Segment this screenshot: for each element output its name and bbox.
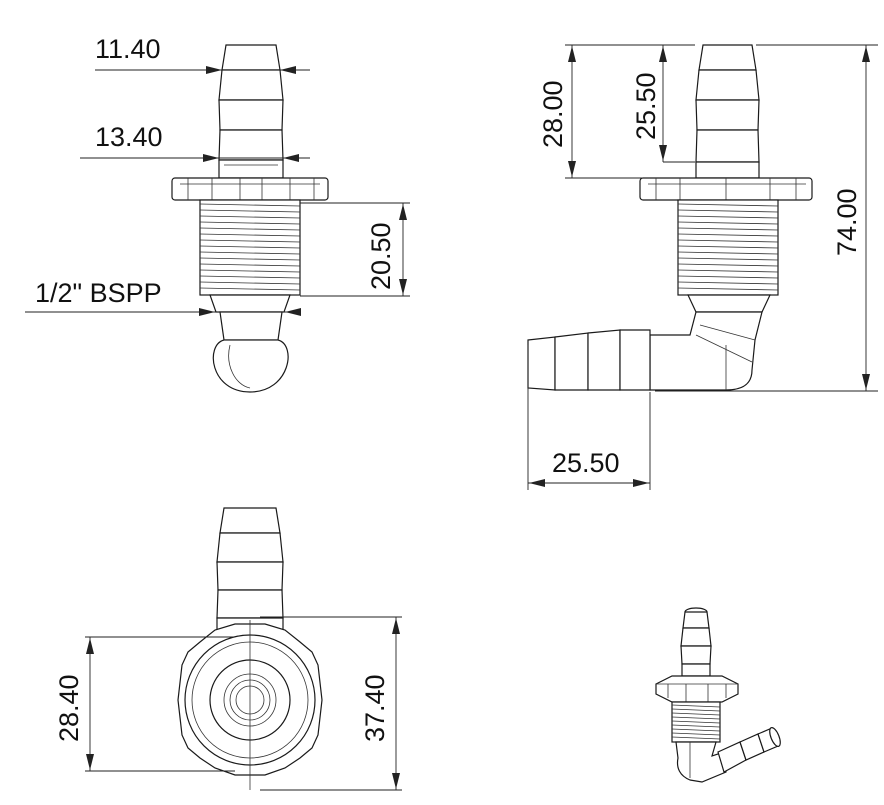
dim-25-50-vertical: 25.50 bbox=[631, 45, 695, 163]
dim-13-40: 13.40 bbox=[80, 122, 310, 162]
dim-11-40: 11.40 bbox=[95, 34, 310, 74]
thread-line bbox=[677, 269, 779, 273]
dim-25-50-horizontal: 25.50 bbox=[527, 345, 651, 490]
dim-74-00-label: 74.00 bbox=[832, 188, 862, 256]
front-view: 11.40 13.40 20.50 1/2" BSPP bbox=[25, 34, 410, 393]
isometric-view bbox=[655, 607, 781, 783]
front-thread bbox=[199, 199, 301, 296]
thread-line bbox=[199, 215, 301, 219]
thread-line bbox=[677, 263, 779, 267]
side-flange bbox=[639, 177, 813, 201]
dim-37-40: 37.40 bbox=[260, 616, 402, 791]
thread-line bbox=[677, 221, 779, 225]
thread-line bbox=[677, 287, 779, 291]
thread-line bbox=[677, 257, 779, 261]
iso-horizontal-barb bbox=[717, 727, 781, 773]
dim-28-00-label: 28.00 bbox=[538, 80, 568, 148]
iso-flange bbox=[655, 675, 739, 703]
dim-37-40-label: 37.40 bbox=[360, 674, 390, 742]
dim-11-40-label: 11.40 bbox=[95, 34, 161, 64]
thread-line bbox=[199, 257, 301, 261]
thread-line bbox=[677, 215, 779, 219]
dim-20-50-label: 20.50 bbox=[366, 222, 396, 290]
thread-line bbox=[677, 209, 779, 213]
thread-line bbox=[671, 732, 721, 736]
thread-line bbox=[671, 712, 721, 716]
iso-thread bbox=[671, 701, 721, 743]
thread-line bbox=[677, 251, 779, 255]
top-flange-nut bbox=[177, 620, 323, 790]
iso-barb bbox=[680, 607, 712, 677]
thread-line bbox=[199, 203, 301, 207]
thread-label: 1/2" BSPP bbox=[35, 278, 162, 308]
thread-line bbox=[677, 227, 779, 231]
thread-line bbox=[677, 275, 779, 279]
dim-20-50: 20.50 bbox=[300, 202, 410, 297]
thread-line bbox=[671, 724, 721, 728]
thread-line bbox=[677, 203, 779, 207]
dim-13-40-label: 13.40 bbox=[95, 122, 163, 152]
thread-line bbox=[199, 275, 301, 279]
thread-line bbox=[671, 708, 721, 712]
front-barb bbox=[218, 44, 284, 179]
thread-line bbox=[671, 716, 721, 720]
thread-line bbox=[199, 233, 301, 237]
dim-28-40-label: 28.40 bbox=[54, 674, 84, 742]
dim-74-00: 74.00 bbox=[655, 44, 878, 392]
thread-line bbox=[677, 239, 779, 243]
thread-line bbox=[199, 281, 301, 285]
thread-line bbox=[199, 263, 301, 267]
thread-label-leader: 1/2" BSPP bbox=[25, 278, 301, 316]
thread-line bbox=[677, 281, 779, 285]
side-thread bbox=[677, 199, 779, 296]
thread-line bbox=[199, 269, 301, 273]
thread-line bbox=[671, 720, 721, 724]
top-view: 28.40 37.40 bbox=[54, 507, 402, 791]
side-barb bbox=[695, 44, 760, 179]
thread-line bbox=[677, 233, 779, 237]
top-barb bbox=[216, 507, 284, 633]
front-flange bbox=[171, 177, 329, 201]
thread-line bbox=[199, 287, 301, 291]
side-elbow bbox=[649, 294, 771, 391]
thread-line bbox=[671, 728, 721, 732]
dim-28-00: 28.00 bbox=[538, 44, 695, 179]
thread-line bbox=[199, 227, 301, 231]
thread-line bbox=[199, 245, 301, 249]
thread-line bbox=[199, 221, 301, 225]
thread-line bbox=[199, 209, 301, 213]
thread-line bbox=[671, 736, 721, 740]
side-horizontal-barb bbox=[527, 329, 651, 391]
thread-line bbox=[199, 251, 301, 255]
front-lower-body bbox=[209, 294, 291, 393]
iso-elbow bbox=[675, 741, 727, 783]
thread-line bbox=[671, 704, 721, 708]
thread-line bbox=[677, 245, 779, 249]
thread-line bbox=[199, 239, 301, 243]
dim-25-50-vertical-label: 25.50 bbox=[631, 72, 661, 140]
dim-28-40: 28.40 bbox=[54, 636, 235, 772]
dim-25-50-horizontal-label: 25.50 bbox=[552, 448, 620, 478]
side-view: 28.00 25.50 74.00 25.50 bbox=[527, 44, 878, 490]
